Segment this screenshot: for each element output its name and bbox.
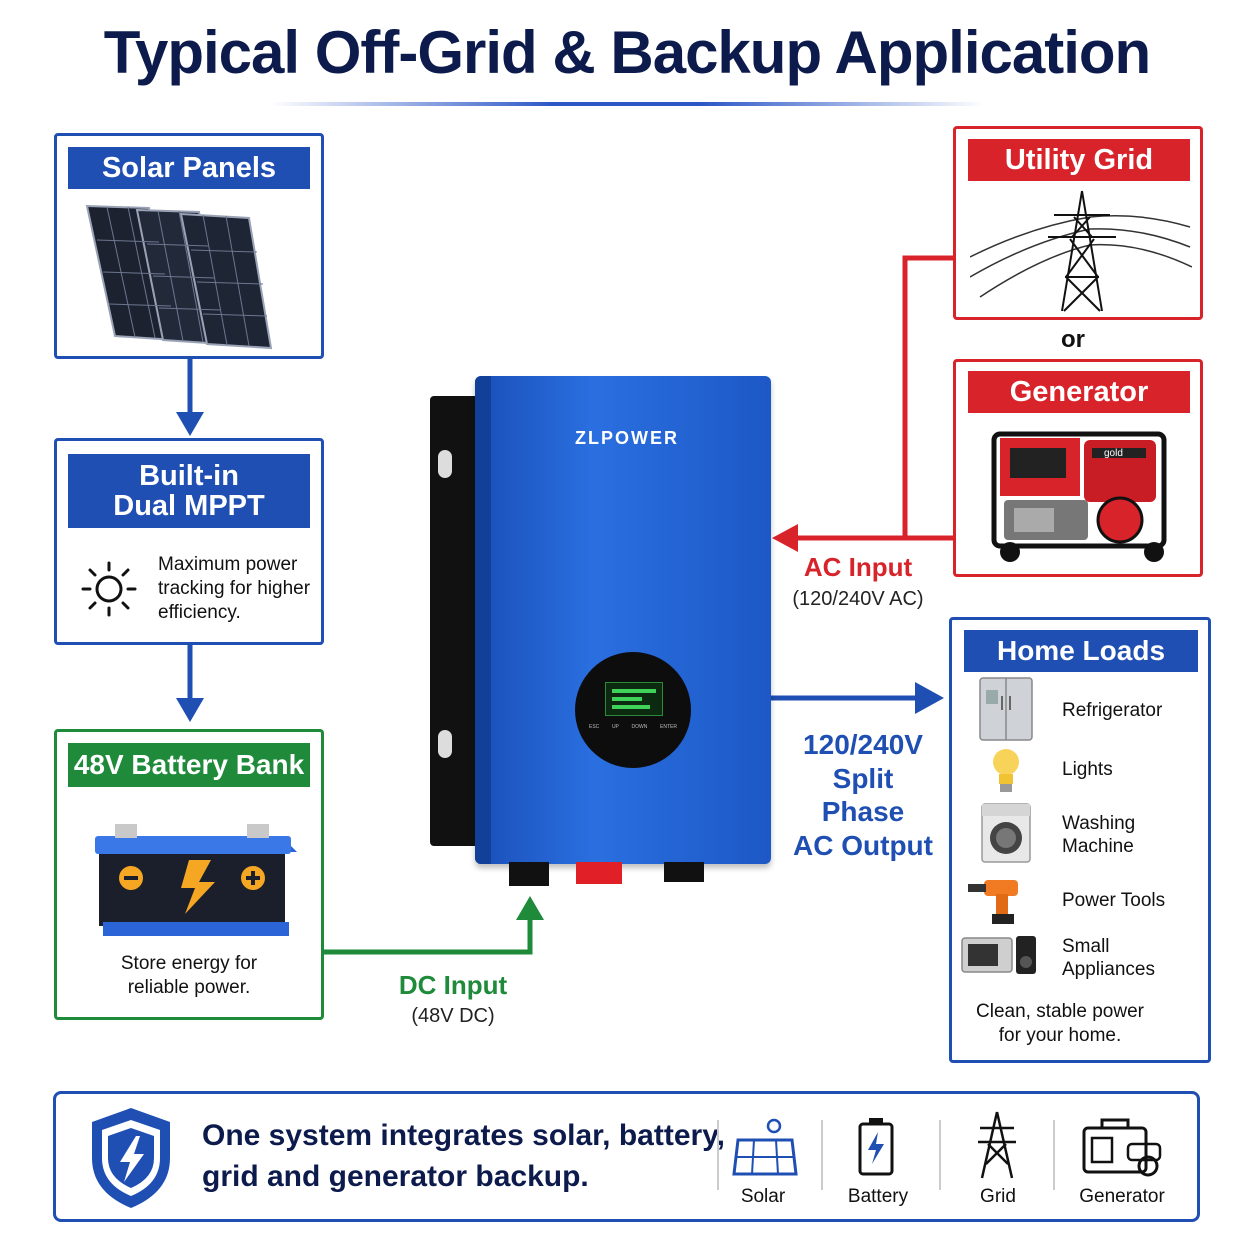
footer-generator-icon — [1082, 1118, 1162, 1177]
battery-bank-header: 48V Battery Bank — [68, 743, 310, 787]
footer-label-battery: Battery — [847, 1186, 909, 1207]
load-washing-machine: Washing Machine — [1062, 813, 1136, 857]
inverter-terminal-left — [509, 862, 549, 886]
title-underline — [270, 102, 984, 106]
footer-box: One system integrates solar, battery, gr… — [53, 1091, 1200, 1222]
inverter-terminal-right — [664, 862, 704, 882]
inverter-brand-logo: ZLPOWER — [575, 428, 679, 448]
inverter-body: ZLPOWER ESC UP DOWN ENTER — [475, 376, 771, 864]
battery-desc-line2: reliable power. — [127, 976, 251, 998]
shield-icon — [92, 1108, 170, 1208]
mppt-box: Built-in Dual MPPT Maximum power trackin… — [54, 438, 324, 645]
ac-input-sublabel: (120/240V AC) — [792, 588, 924, 610]
mppt-description: Maximum power tracking for higher effici… — [158, 553, 318, 624]
footer-solar-icon — [732, 1118, 798, 1176]
inverter-button-enter[interactable]: ENTER — [660, 724, 677, 730]
load-lights: Lights — [1062, 759, 1113, 780]
power-drill-icon — [968, 880, 1018, 924]
light-bulb-icon — [993, 749, 1019, 792]
mppt-desc-line2: tracking for higher — [158, 577, 311, 599]
inverter-button-up[interactable]: UP — [611, 724, 619, 730]
solar-panels-header: Solar Panels — [68, 147, 310, 189]
washing-machine-icon — [981, 803, 1031, 863]
or-label: or — [1061, 326, 1085, 353]
generator-icon: gold — [991, 431, 1167, 562]
generator-header: Generator — [968, 371, 1190, 413]
load-power-tools: Power Tools — [1062, 890, 1166, 911]
ac-output-line3: AC Output — [793, 829, 933, 861]
ac-input-label: AC Input — [803, 552, 913, 582]
arrow-ac-to-inverter — [772, 255, 955, 552]
mppt-header-line2: Dual MPPT — [113, 490, 265, 522]
load-refrigerator: Refrigerator — [1062, 700, 1163, 721]
inverter-button-down[interactable]: DOWN — [631, 724, 648, 730]
arrow-battery-to-inverter — [322, 896, 544, 955]
inverter-button-esc[interactable]: ESC — [589, 724, 600, 730]
mppt-header: Built-in Dual MPPT — [68, 454, 310, 528]
inverter-side-panel — [475, 376, 491, 864]
arrow-solar-to-mppt — [176, 358, 204, 436]
arrow-inverter-to-loads — [770, 682, 944, 714]
sun-icon — [81, 561, 137, 617]
dc-input-label: DC Input — [398, 970, 508, 1000]
bracket-slot-top — [438, 450, 452, 478]
small-appliances-icon — [961, 936, 1036, 974]
inverter-terminal-red — [576, 862, 622, 884]
arrow-mppt-to-battery — [176, 644, 204, 722]
dc-input-sublabel: (48V DC) — [411, 1005, 495, 1027]
utility-grid-box: Utility Grid — [953, 126, 1203, 320]
footer-line2: grid and generator backup. — [202, 1159, 589, 1193]
battery-description: Store energy for reliable power. — [57, 952, 321, 1000]
ac-output-line1: 120/240V — [803, 729, 923, 760]
ac-output-line2: Split Phase — [821, 762, 905, 828]
home-loads-footer-line2: for your home. — [998, 1024, 1122, 1046]
footer-grid-icon — [978, 1111, 1016, 1179]
ac-output-label: 120/240V Split Phase AC Output — [790, 728, 936, 862]
mppt-header-line1: Built-in — [139, 459, 239, 492]
footer-label-grid: Grid — [980, 1186, 1016, 1207]
inverter-display-panel: ESC UP DOWN ENTER — [575, 652, 691, 768]
mppt-desc-line3: efficiency. — [158, 601, 241, 623]
bracket-slot-bottom — [438, 730, 452, 758]
battery-bank-box: 48V Battery Bank Store energy for reliab… — [54, 729, 324, 1020]
inverter-buttons: ESC UP DOWN ENTER — [589, 724, 677, 730]
power-tower-icon — [970, 190, 1192, 312]
footer-battery-icon — [858, 1118, 894, 1176]
inverter-lcd — [605, 682, 663, 716]
home-loads-header: Home Loads — [964, 630, 1198, 672]
solar-panel-icon — [85, 204, 273, 350]
battery-icon — [95, 824, 297, 936]
mppt-desc-line1: Maximum power — [158, 554, 298, 575]
generator-box: Generator gold — [953, 359, 1203, 577]
home-loads-footer: Clean, stable power for your home. — [952, 1000, 1168, 1048]
utility-grid-header: Utility Grid — [968, 139, 1190, 181]
battery-desc-line1: Store energy for — [120, 953, 258, 974]
footer-line1: One system integrates solar, battery, — [202, 1119, 725, 1152]
generator-brand-text: gold — [1104, 448, 1123, 459]
refrigerator-icon — [979, 677, 1033, 741]
footer-label-generator: Generator — [1079, 1186, 1165, 1207]
footer-label-solar: Solar — [740, 1186, 786, 1207]
solar-panels-box: Solar Panels — [54, 133, 324, 359]
page-title: Typical Off-Grid & Backup Application — [103, 19, 1151, 86]
home-loads-footer-line1: Clean, stable power — [976, 1001, 1144, 1022]
load-small-appliances: Small Appliances — [1062, 936, 1155, 980]
footer-message: One system integrates solar, battery, gr… — [202, 1116, 725, 1197]
